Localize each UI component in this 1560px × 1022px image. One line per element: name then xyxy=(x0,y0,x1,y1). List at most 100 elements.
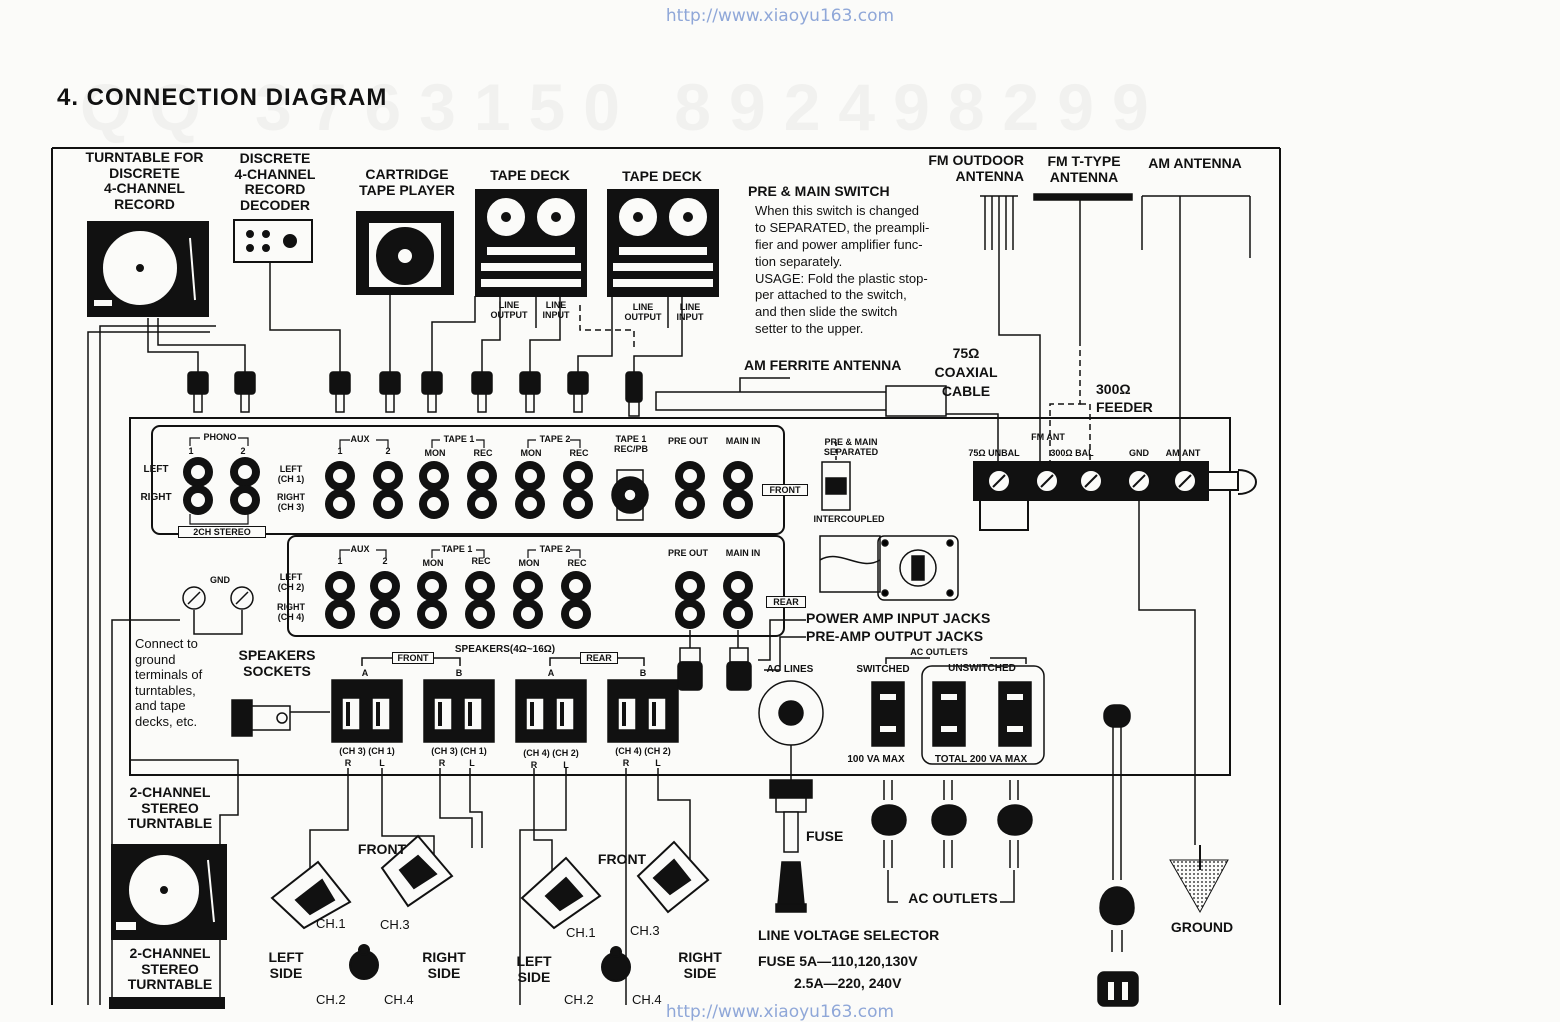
turntable-4ch-label: TURNTABLE FOR DISCRETE 4-CHANNEL RECORD xyxy=(85,149,204,213)
jack-tape2-rec-rear xyxy=(561,571,591,629)
page-title: 4. CONNECTION DIAGRAM xyxy=(57,84,388,111)
tape-deck-2-label: TAPE DECK xyxy=(622,168,702,184)
right-ch4-label: RIGHT (CH 4) xyxy=(277,602,305,623)
speaker-ch1-b xyxy=(520,856,602,930)
jack-aux-1-rear xyxy=(325,571,355,629)
switched-capacity-label: 100 VA MAX xyxy=(847,754,905,765)
ch4-label-a: CH.4 xyxy=(384,992,414,1007)
speaker-ch3-a xyxy=(380,834,454,908)
tape2-mon-label-rear: MON xyxy=(518,558,540,568)
receiver-panel xyxy=(129,417,1231,776)
socket-a-front: A xyxy=(361,668,369,678)
ac-outlets-head-label: AC OUTLETS xyxy=(910,647,968,657)
pre-main-switch-title: PRE & MAIN SWITCH xyxy=(748,183,890,199)
socket-1-r: R xyxy=(344,758,352,768)
listener-a xyxy=(349,944,379,980)
socket-2-channels: (CH 3) (CH 1) xyxy=(431,746,487,756)
fm-outdoor-antenna xyxy=(980,195,1041,462)
amp-link-plugs xyxy=(677,619,806,691)
jack-phono-2 xyxy=(230,457,260,515)
phono-left-label: LEFT xyxy=(143,464,169,475)
speakers-range-label: SPEAKERS(4Ω~16Ω) xyxy=(454,644,556,655)
line-input-label-1: LINE INPUT xyxy=(542,300,570,321)
input-jacks xyxy=(183,457,753,629)
tape1-rec-label-front: REC xyxy=(473,448,493,458)
pre-main-switch-description: When this switch is changed to SEPARATED… xyxy=(755,203,930,337)
aux-label-front: AUX xyxy=(350,434,370,444)
phono-right-label: RIGHT xyxy=(140,492,172,503)
unswitched-capacity-label: TOTAL 200 VA MAX xyxy=(934,754,1028,765)
antenna-terminal-block xyxy=(973,461,1257,531)
tape-deck-1 xyxy=(475,189,587,297)
left-side-label-b: LEFT SIDE xyxy=(516,953,552,985)
speaker-plug xyxy=(231,699,330,737)
pre-main-switch xyxy=(819,442,959,601)
front-speakers-label-a: FRONT xyxy=(357,841,407,857)
socket-3-r: R xyxy=(530,760,538,770)
ant-300-bal-label: 300Ω BAL xyxy=(1050,448,1094,458)
main-in-label-rear: MAIN IN xyxy=(725,548,761,558)
tape-deck-2 xyxy=(607,189,719,297)
separated-label: PRE & MAIN SEPARATED xyxy=(823,437,879,458)
socket-b-front: B xyxy=(455,668,463,678)
tape2-mon-label-front: MON xyxy=(520,448,542,458)
voltage-selector xyxy=(758,680,824,913)
listener-b xyxy=(601,946,631,982)
aux-label-rear: AUX xyxy=(350,544,370,554)
plug-tape2-rec xyxy=(567,371,589,413)
label-brackets xyxy=(189,437,581,558)
tape2-label-rear: TAPE 2 xyxy=(539,544,571,554)
decoder-label: DISCRETE 4-CHANNEL RECORD DECODER xyxy=(234,150,316,214)
jack-main-in-rear xyxy=(723,571,753,629)
phono-label: PHONO xyxy=(203,432,237,442)
fm-ant-label: FM ANT xyxy=(1031,432,1065,442)
socket-1-l: L xyxy=(379,758,385,768)
socket-4-l: L xyxy=(655,758,661,768)
phono-2-label: 2 xyxy=(240,446,246,456)
power-cord xyxy=(1097,704,1139,1007)
plug-din xyxy=(625,371,643,417)
source-url-bottom[interactable]: http://www.xiaoyu163.com xyxy=(665,1002,895,1022)
ac-switched-label: SWITCHED xyxy=(856,664,910,675)
ac-lines-label: AC LINES xyxy=(766,664,814,675)
coaxial-cable xyxy=(946,413,999,462)
ground-label: GROUND xyxy=(1170,919,1234,935)
speaker-cables xyxy=(309,768,691,1005)
pre-out-label-front: PRE OUT xyxy=(667,436,708,446)
tape2-rec-label-front: REC xyxy=(569,448,589,458)
ground-note: Connect to ground terminals of turntable… xyxy=(135,636,203,729)
left-ch2-label: LEFT (CH 2) xyxy=(277,572,305,593)
plug-tape1-mon xyxy=(421,371,443,413)
jack-aux-2-rear xyxy=(370,571,400,629)
stereo-turntable-label-1: 2-CHANNEL STEREO TURNTABLE xyxy=(127,784,213,832)
ground-stake xyxy=(1169,845,1229,914)
speaker-socket-rear-b xyxy=(607,679,679,743)
fuse-spec-2: 2.5A—220, 240V xyxy=(794,975,902,991)
ch1-label-b: CH.1 xyxy=(566,925,596,940)
tape1-mon-label-front: MON xyxy=(424,448,446,458)
socket-3-channels: (CH 4) (CH 2) xyxy=(523,748,579,758)
2ch-stereo-tag: 2CH STEREO xyxy=(178,526,266,539)
ch2-label-a: CH.2 xyxy=(316,992,346,1007)
right-side-label-a: RIGHT SIDE xyxy=(422,949,466,981)
aux-1-label-rear: 1 xyxy=(337,556,343,566)
tape1-label-rear: TAPE 1 xyxy=(441,544,473,554)
aux-2-label-front: 2 xyxy=(385,446,391,456)
speakers-rear-tag: REAR xyxy=(580,652,618,665)
speakers-sockets-label: SPEAKERS SOCKETS xyxy=(238,647,316,679)
cartridge-tape-player xyxy=(356,211,454,295)
speaker-sockets xyxy=(331,657,679,743)
speakers xyxy=(270,834,710,982)
jack-tape1-rec-rear xyxy=(465,571,495,629)
ch1-label-a: CH.1 xyxy=(316,916,346,931)
speaker-ch3-b xyxy=(636,840,710,914)
fuse-label: FUSE xyxy=(806,828,844,844)
cartridge-label: CARTRIDGE TAPE PLAYER xyxy=(359,166,455,198)
ch3-label-a: CH.3 xyxy=(380,917,410,932)
socket-4-channels: (CH 4) (CH 2) xyxy=(615,746,671,756)
jack-pre-out-rear xyxy=(675,571,705,629)
stereo-turntable-label-2: 2-CHANNEL STEREO TURNTABLE xyxy=(127,945,213,993)
socket-1-channels: (CH 3) (CH 1) xyxy=(339,746,395,756)
source-url-top[interactable]: http://www.xiaoyu163.com xyxy=(665,6,895,26)
tape2-label-front: TAPE 2 xyxy=(539,434,571,444)
